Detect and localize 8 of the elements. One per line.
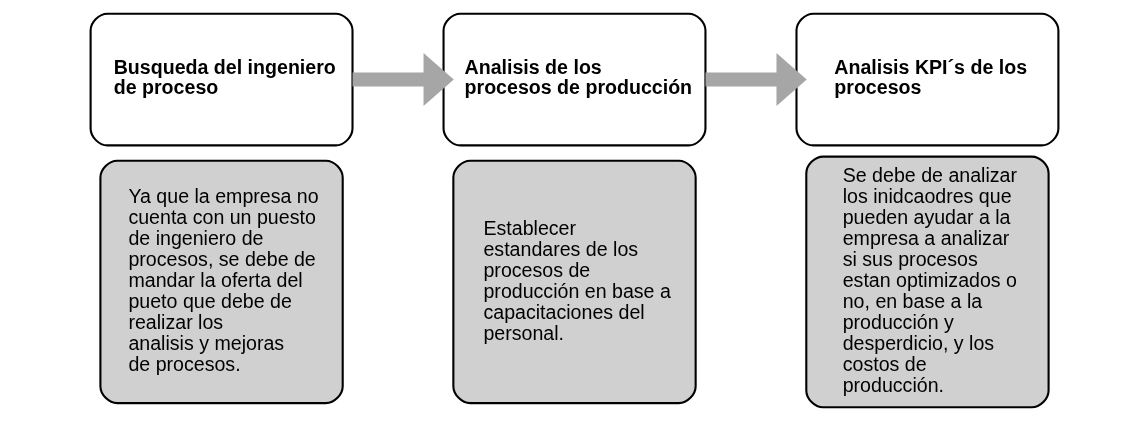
- node-box: Analisis KPI´s de los procesos: [794, 12, 1059, 147]
- arrow: [705, 53, 807, 106]
- node-box: Busqueda del ingeniero de proceso: [89, 12, 354, 147]
- node-box: Analisis de los procesos de producción: [442, 12, 706, 147]
- node-box: Establecer estandares de los procesos de producción en base a capacitaciones del personal.: [451, 159, 697, 405]
- arrow: [352, 53, 454, 106]
- node-box: Ya que la empresa no cuenta con un puesto de ingeniero de procesos, se debe de mandar la oferta del pueto que debe de realizar los analisis y mejoras de procesos.: [98, 159, 344, 405]
- node-box: Se debe de analizar los inidcaodres que pueden ayudar a la empresa a analizar si sus procesos estan optimizados o no, en base a la producción y desperdicio, y los costos de producción.: [804, 155, 1050, 409]
